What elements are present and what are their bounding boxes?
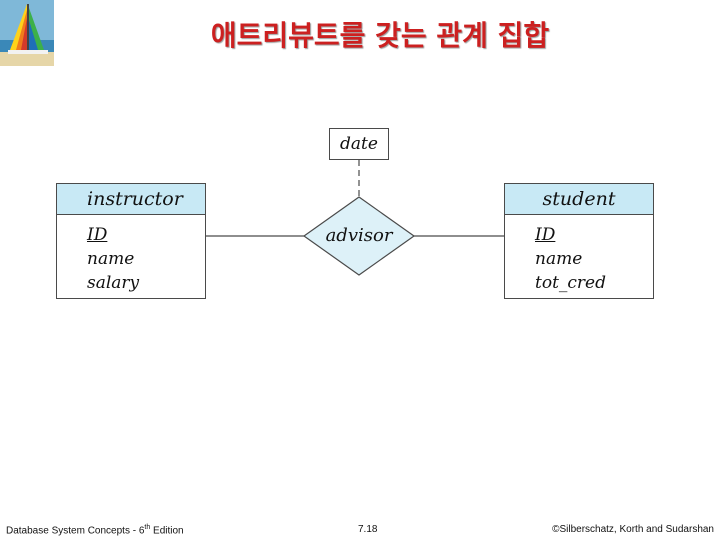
entity-student-name: student	[505, 184, 653, 215]
sailboat-logo-icon	[0, 0, 54, 66]
entity-instructor: instructor ID name salary	[56, 183, 206, 299]
attribute: salary	[87, 273, 140, 293]
footer-book-title-prefix: Database System Concepts - 6	[6, 525, 145, 537]
slide-title: 애트리뷰트를 갖는 관계 집합	[210, 19, 550, 52]
footer-edition-superscript: th	[144, 524, 151, 531]
entity-instructor-name: instructor	[57, 184, 205, 215]
attribute: tot_cred	[535, 273, 606, 293]
footer-copyright: ©Silberschatz, Korth and Sudarshan	[552, 524, 714, 535]
entity-instructor-attributes: ID name salary	[57, 215, 205, 295]
footer-page-number: 7.18	[358, 524, 378, 535]
entity-student-attributes: ID name tot_cred	[505, 215, 653, 295]
footer-book-title: Database System Concepts - 6th Edition	[6, 524, 184, 536]
attribute-primary-key: ID	[87, 225, 108, 245]
attribute: name	[87, 249, 135, 269]
entity-student: student ID name tot_cred	[504, 183, 654, 299]
attribute: name	[535, 249, 583, 269]
relationship-attribute-date: date	[329, 128, 389, 160]
attribute-primary-key: ID	[535, 225, 556, 245]
relationship-diamond	[302, 196, 416, 276]
footer-book-title-suffix: Edition	[150, 525, 184, 537]
relationship-label-advisor: advisor	[325, 225, 393, 246]
